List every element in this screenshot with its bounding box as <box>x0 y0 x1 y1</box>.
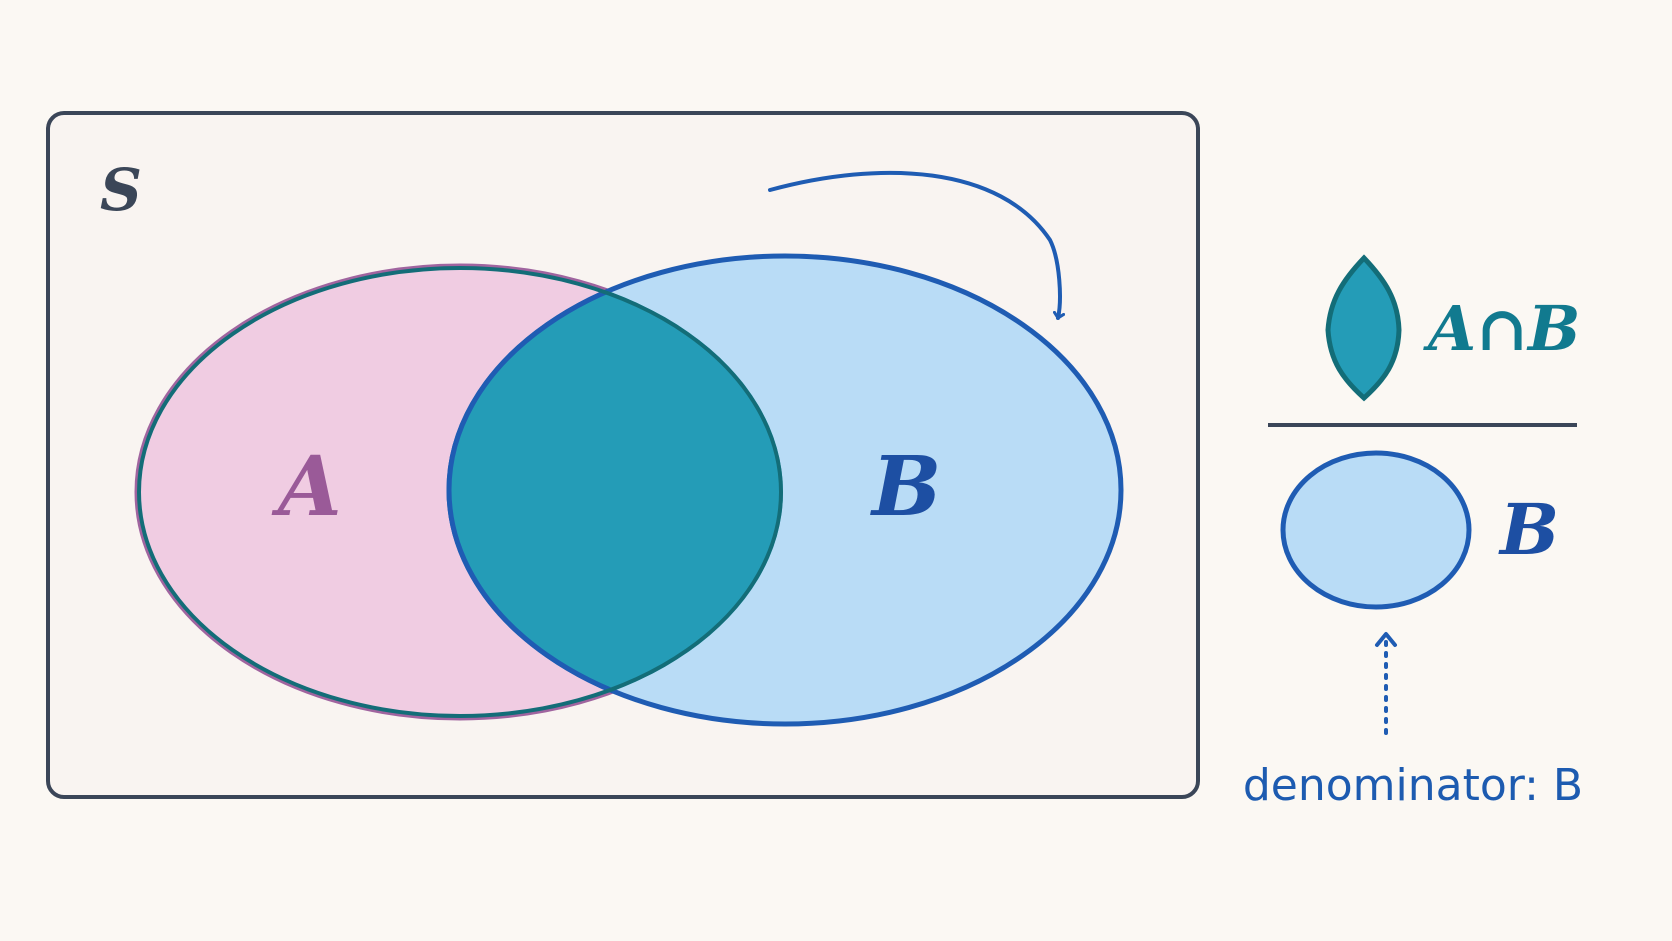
dotted-arrow-head <box>1375 632 1397 647</box>
denominator-label: B <box>1498 488 1559 571</box>
numerator-lens-icon <box>1325 254 1402 402</box>
set-a-label: A <box>271 439 342 535</box>
curved-arrow <box>768 170 1060 320</box>
intersection-region <box>137 266 783 718</box>
denominator-ellipse-icon <box>1280 450 1472 610</box>
universe-label: S <box>100 156 142 224</box>
set-b-label: B <box>870 439 941 535</box>
denominator-annotation: denominator: B <box>1243 760 1583 811</box>
numerator-label: A∩B <box>1423 292 1580 365</box>
